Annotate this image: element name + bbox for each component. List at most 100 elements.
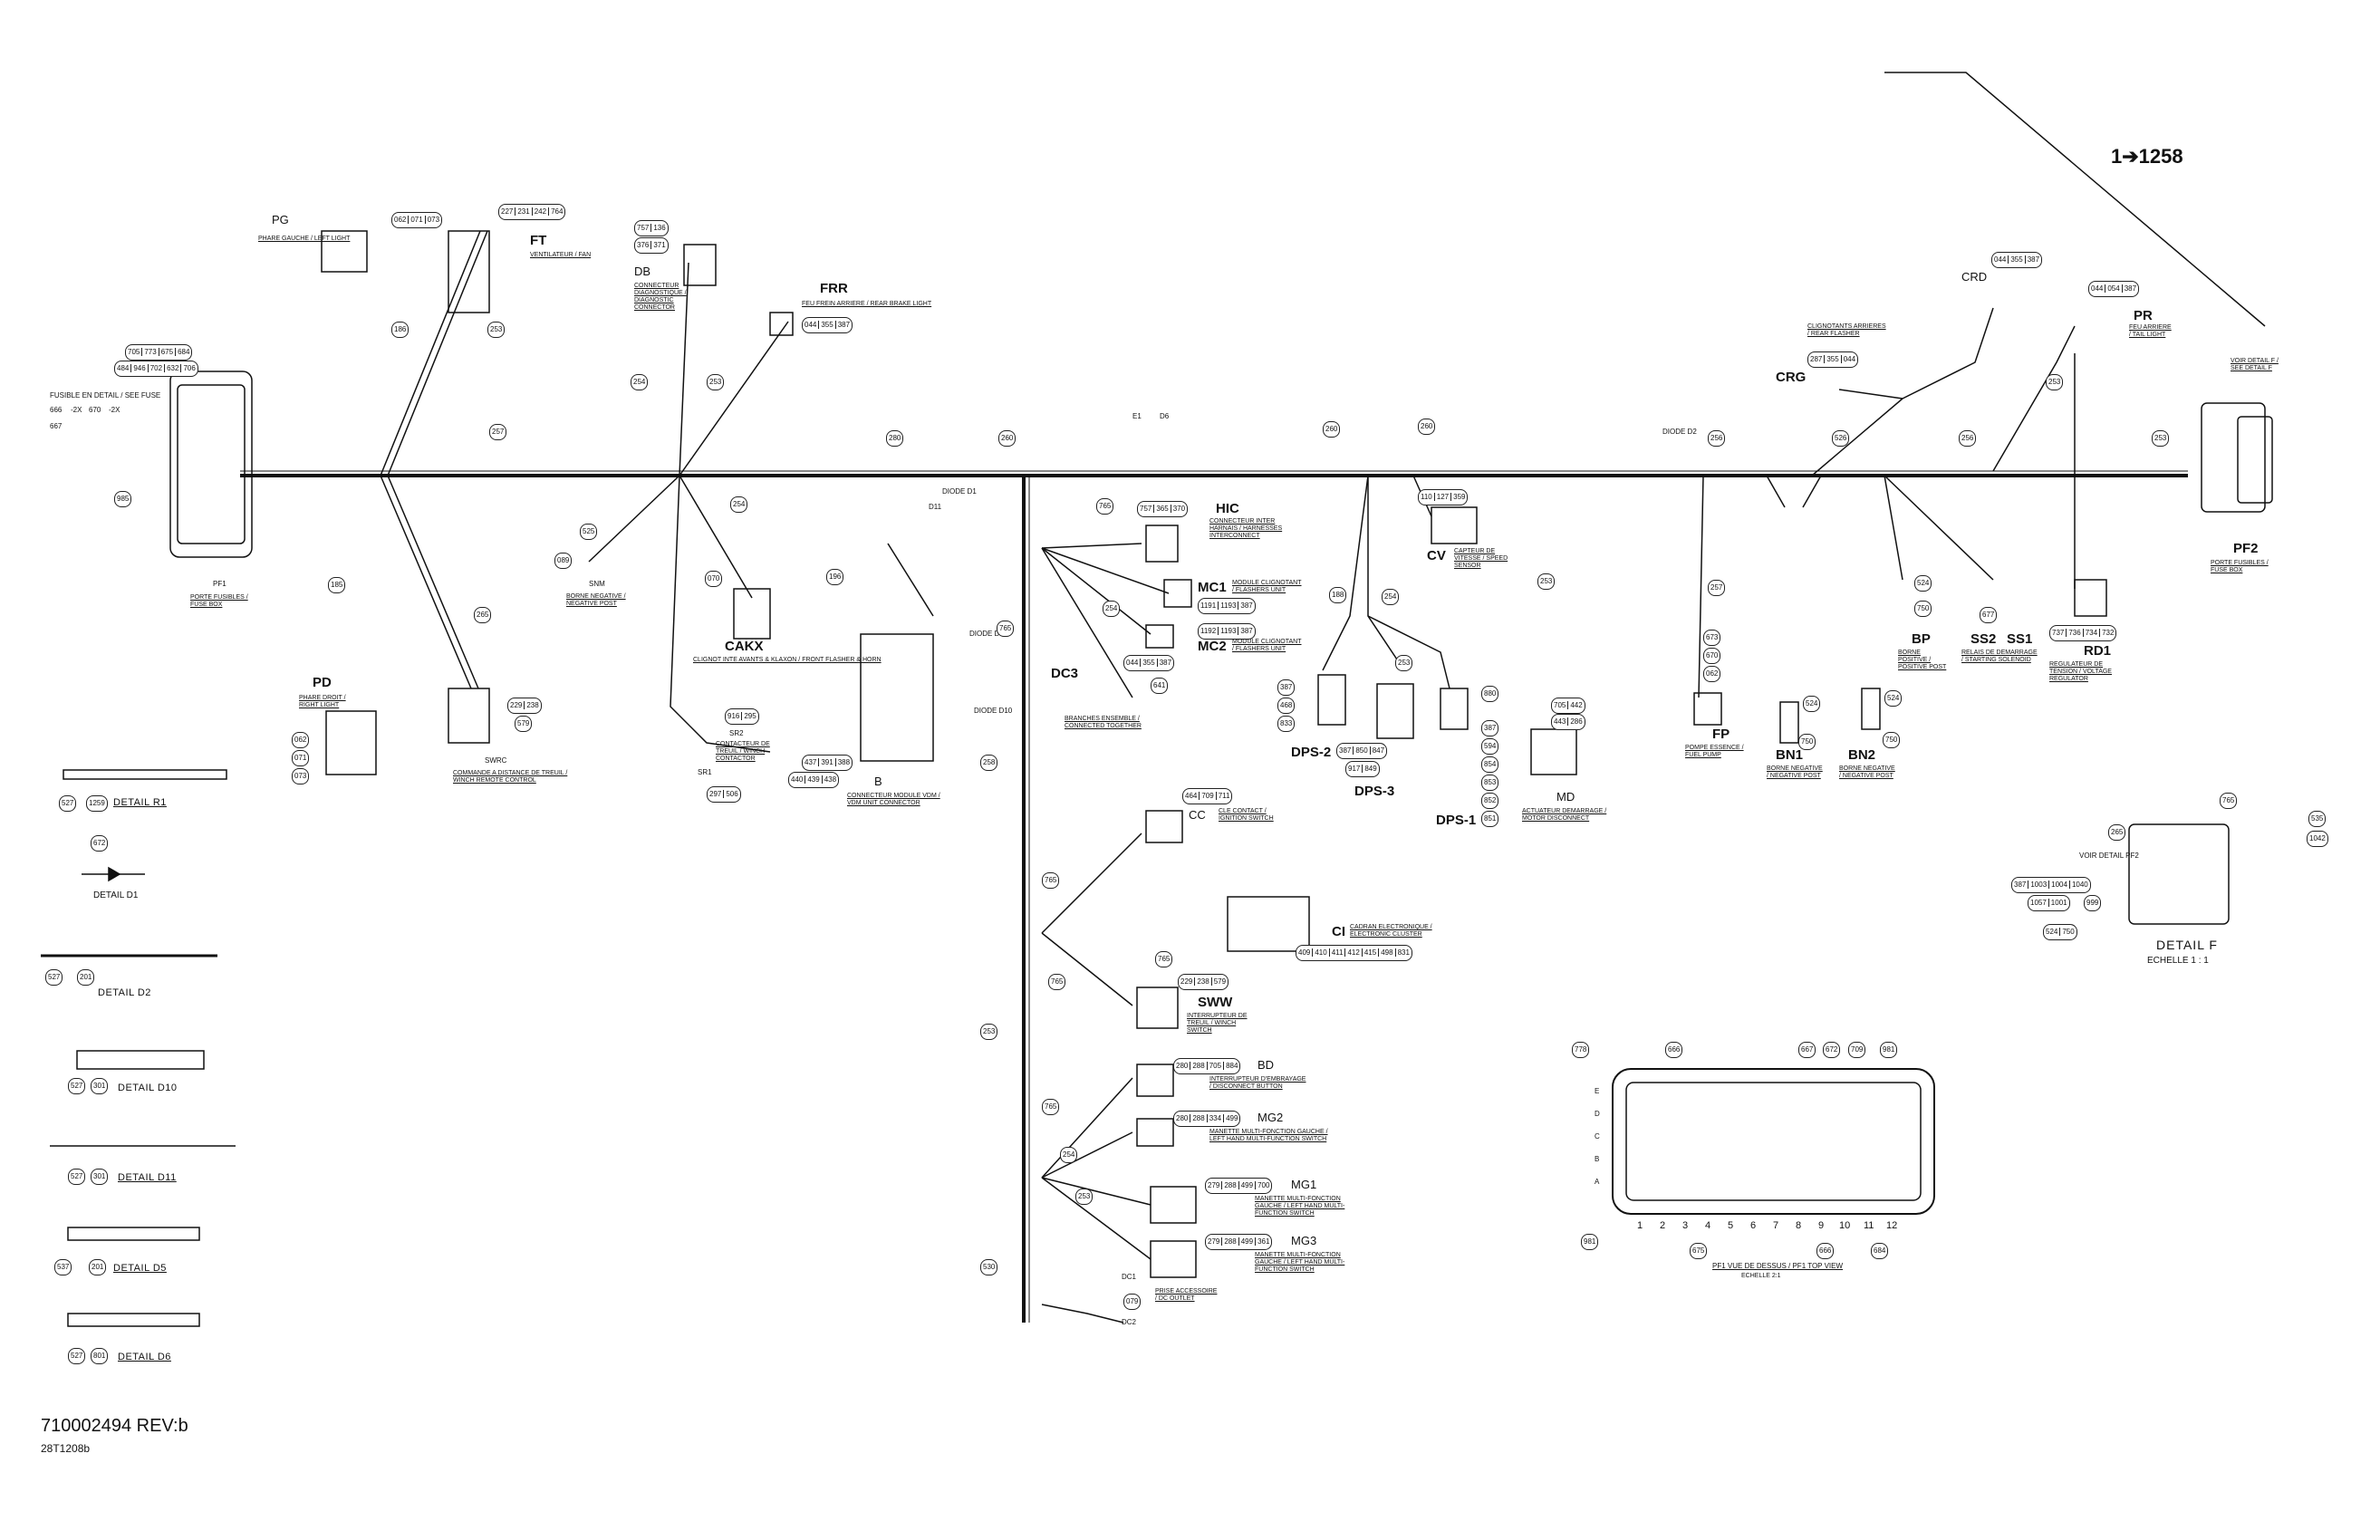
dc3-branch xyxy=(1041,547,1133,698)
bd-connector-sketch xyxy=(1136,1064,1174,1097)
pf2-code: PF2 xyxy=(2233,541,2259,556)
branch-wire: 253 xyxy=(2152,430,2170,447)
fbv-row-c: C xyxy=(1595,1132,1600,1141)
dc3-code: DC3 xyxy=(1051,666,1079,681)
dps1-wire-852: 852 xyxy=(1481,793,1499,809)
branch-wire: 765 xyxy=(1042,1099,1060,1115)
branch-wire: 186 xyxy=(391,322,410,338)
sr2-code: SR2 xyxy=(729,729,744,737)
detail-d1-diode xyxy=(108,866,121,882)
sr2-branch xyxy=(670,475,771,753)
mc2-desc: MODULE CLIGNOTANT / FLASHERS UNIT xyxy=(1232,639,1302,652)
dc3-wire-641: 641 xyxy=(1151,678,1169,694)
bn2-wire-750: 750 xyxy=(1883,732,1901,748)
fbv-col-5: 5 xyxy=(1728,1220,1734,1231)
snm-code: SNM xyxy=(589,580,605,588)
fbv-row-e: E xyxy=(1595,1087,1600,1095)
detail-f-wire-765: 765 xyxy=(2220,793,2238,809)
pd-wire-062: 062 xyxy=(292,732,310,748)
mg1-branch xyxy=(1041,1177,1151,1206)
bn1-connector-sketch xyxy=(1779,701,1799,744)
detail-d5-title: DETAIL D5 xyxy=(113,1263,167,1274)
mc2-branch xyxy=(1041,547,1151,635)
bp-desc: BORNE POSITIVE / POSITIVE POST xyxy=(1898,650,1947,670)
mg3-connector-sketch xyxy=(1150,1240,1197,1278)
fbv-wire-675: 675 xyxy=(1690,1243,1708,1259)
fbv-wire-709: 709 xyxy=(1848,1042,1866,1058)
db-desc: CONNECTEUR DIAGNOSTIQUE / DIAGNOSTIC CON… xyxy=(634,283,687,311)
fbv-col-3: 3 xyxy=(1682,1220,1689,1231)
fbv-wire-666: 666 xyxy=(1665,1042,1683,1058)
branch-wire: 280 xyxy=(886,430,904,447)
dc1-desc: PRISE ACCESSOIRE / DC OUTLET xyxy=(1155,1288,1218,1302)
mg3-code: MG3 xyxy=(1291,1234,1317,1247)
pd-connector-sketch xyxy=(325,710,377,775)
detail-f-scale: ECHELLE 1 : 1 xyxy=(2147,956,2209,966)
pf1-mult-a: -2X xyxy=(71,406,82,414)
diode-d10-label: DIODE D10 xyxy=(974,707,1013,715)
cakx-connector-sketch xyxy=(733,588,771,640)
mc1-code: MC1 xyxy=(1198,580,1227,595)
hic-code: HIC xyxy=(1216,501,1239,516)
branch-wire: 257 xyxy=(489,424,507,440)
dps1-wire-387: 387 xyxy=(1481,720,1499,736)
detail-d6-wire-801: 801 xyxy=(91,1348,109,1364)
mg1-code: MG1 xyxy=(1291,1178,1317,1191)
dps3-branch xyxy=(1367,476,1405,671)
pf1-desc: PORTE FUSIBLES / FUSE BOX xyxy=(190,594,248,608)
sww-branch xyxy=(1041,932,1133,1006)
pd-wire-073: 073 xyxy=(292,768,310,784)
fbv-col-11: 11 xyxy=(1864,1220,1874,1231)
pf1-code: PF1 xyxy=(213,580,226,588)
bp-wire-750: 750 xyxy=(1914,601,1932,617)
mg3-desc: MANETTE MULTI-FONCTION GAUCHE / LEFT HAN… xyxy=(1255,1252,1345,1273)
fbv-col-1: 1 xyxy=(1637,1220,1643,1231)
branch-wire: 260 xyxy=(1418,419,1436,435)
cc-code: CC xyxy=(1189,808,1206,822)
detail-d11-wire-301: 301 xyxy=(91,1169,109,1185)
fuse-box-view xyxy=(1612,1068,1935,1215)
pd-code: PD xyxy=(313,675,332,690)
part-number: 710002494 REV:b xyxy=(41,1416,188,1436)
mg1-connector-sketch xyxy=(1150,1186,1197,1224)
fbv-col-10: 10 xyxy=(1839,1220,1851,1231)
crd-code: CRD xyxy=(1961,270,1988,284)
dc3-desc: BRANCHES ENSEMBLE / CONNECTED TOGETHER xyxy=(1065,716,1142,729)
fbv-col-12: 12 xyxy=(1886,1220,1898,1231)
mg2-code: MG2 xyxy=(1257,1111,1284,1124)
pf1-wire-667: 667 xyxy=(50,422,63,430)
detail-d10-title: DETAIL D10 xyxy=(118,1083,178,1093)
fbv-row-d: D xyxy=(1595,1110,1600,1118)
ft-desc: VENTILATEUR / FAN xyxy=(530,252,592,258)
sr1-code: SR1 xyxy=(698,768,712,776)
fbv-col-2: 2 xyxy=(1660,1220,1666,1231)
mg2-connector-sketch xyxy=(1136,1118,1174,1147)
swrc-connector-sketch xyxy=(448,688,490,744)
ss-desc: RELAIS DE DEMARRAGE / STARTING SOLENOID xyxy=(1961,650,2038,663)
pf1-note: FUSIBLE EN DETAIL / SEE FUSE xyxy=(50,391,161,399)
bd-code: BD xyxy=(1257,1058,1275,1072)
detail-f-title: DETAIL F xyxy=(2156,938,2218,952)
diode-d2-label: DIODE D2 xyxy=(1662,428,1697,436)
cakx-wire: 070 xyxy=(705,571,723,587)
dc1-code: DC1 xyxy=(1122,1273,1137,1281)
dps1-wire-854: 854 xyxy=(1481,756,1499,773)
pf1-inner xyxy=(177,384,246,544)
pf1-wire-670: 670 xyxy=(89,406,101,414)
pf2-box xyxy=(2201,402,2266,513)
sww-connector-sketch xyxy=(1136,987,1179,1029)
